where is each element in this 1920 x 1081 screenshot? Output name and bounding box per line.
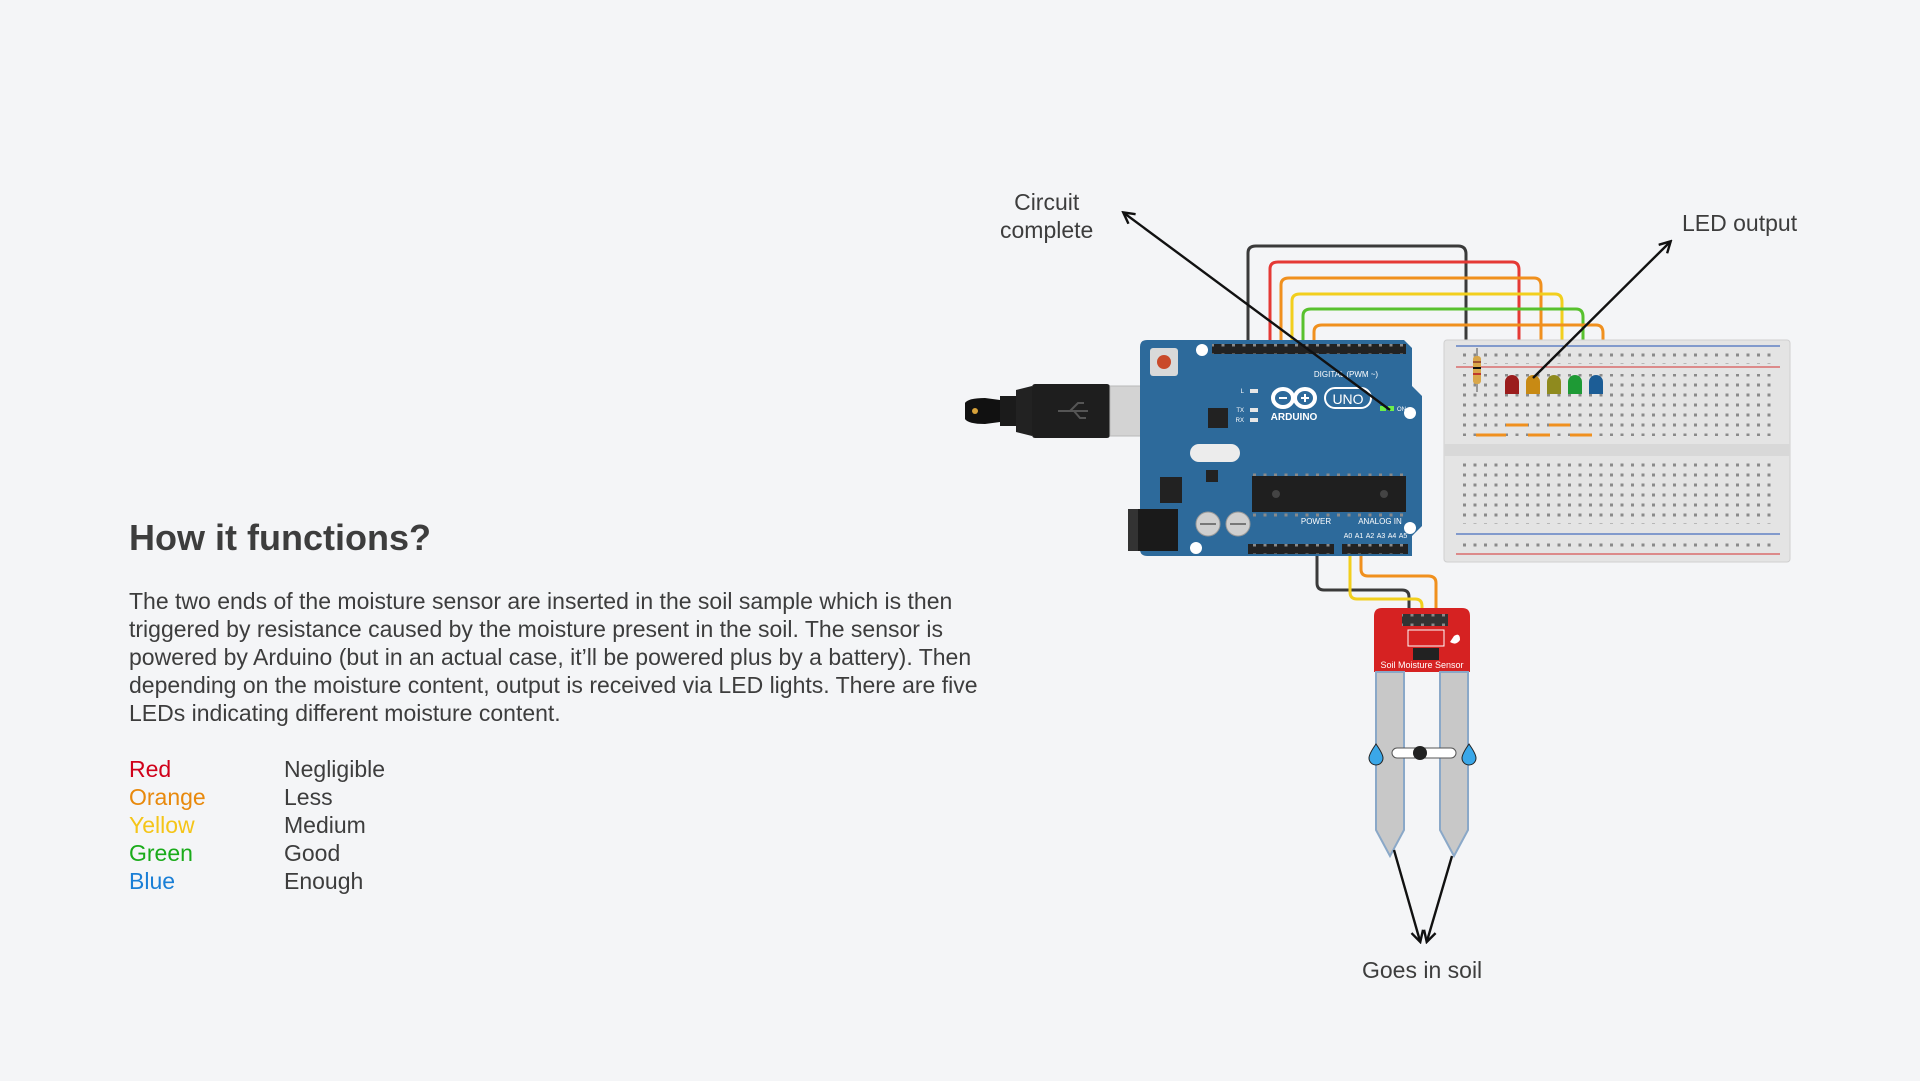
legend-color-orange: Orange (129, 784, 206, 810)
legend-color-yellow: Yellow (129, 812, 195, 838)
wire-green (1301, 307, 1585, 378)
legend-row: Red Negligible (129, 755, 385, 783)
callout-circuit-complete: Circuit complete (1000, 189, 1094, 243)
legend-meaning: Negligible (284, 756, 386, 782)
led-legend: Red Negligible Orange Less Yellow Medium… (129, 755, 385, 895)
led-orange (1526, 375, 1540, 394)
l-label: L (1241, 389, 1245, 395)
sensor-probe-left (1375, 671, 1405, 859)
arrow-soil-left (1392, 849, 1420, 941)
sensor-label: Soil Moisture Sensor (1380, 660, 1463, 670)
rx-label: RX (1236, 418, 1244, 424)
callout-led-output: LED output (1682, 210, 1798, 236)
legend-row: Green Good (129, 839, 385, 867)
wire-yellow (1290, 292, 1564, 378)
wire-orange-2 (1312, 323, 1605, 378)
water-drop-icon (1461, 743, 1477, 766)
legend-meaning: Good (284, 840, 341, 866)
wire-ground (1246, 244, 1468, 360)
sensor-probe-right (1439, 671, 1469, 859)
legend-color-blue: Blue (129, 868, 176, 894)
legend-meaning: Enough (284, 868, 364, 894)
pin-label: A1 (1355, 533, 1364, 540)
board-logo-text: ARDUINO (1271, 412, 1318, 423)
legend-color-green: Green (129, 840, 193, 866)
arrow-circuit-complete (1124, 213, 1391, 411)
led-blue (1589, 375, 1603, 394)
pin-label: A3 (1377, 533, 1386, 540)
pin-label: A5 (1399, 533, 1408, 540)
led-wires (1246, 244, 1605, 378)
callout-goes-in-soil: Goes in soil (1362, 957, 1483, 983)
legend-row: Orange Less (129, 783, 385, 811)
led-red (1505, 375, 1519, 394)
analog-pin-labels: A0 A1 A2 A3 A4 A5 (1344, 533, 1408, 540)
legend-row: Yellow Medium (129, 811, 385, 839)
on-label: ON (1397, 407, 1406, 413)
water-drop-icon (1368, 743, 1384, 766)
led-yellow (1547, 375, 1561, 394)
arrow-led-output (1532, 242, 1670, 379)
digital-label: DIGITAL (PWM ~) (1314, 370, 1379, 379)
annotation-arrows (1124, 213, 1670, 941)
usb-icon (1058, 402, 1088, 419)
power-label: POWER (1301, 517, 1331, 526)
legend-meaning: Medium (284, 812, 366, 838)
soil-moisture-sensor: Soil Moisture Sensor (1368, 608, 1477, 859)
wire-sensor-signal (1348, 548, 1424, 620)
description-paragraph: The two ends of the moisture sensor are … (129, 588, 978, 726)
arrow-soil-right (1427, 855, 1454, 941)
resistor (1473, 348, 1481, 392)
wire-sensor-ground (1315, 548, 1411, 620)
sensor-wires (1315, 548, 1438, 620)
legend-color-red: Red (129, 756, 172, 782)
led-green (1568, 375, 1582, 394)
pin-label: A2 (1366, 533, 1375, 540)
wire-sensor-power (1359, 548, 1438, 620)
power-led (1380, 406, 1386, 411)
legend-row: Blue Enough (129, 867, 385, 895)
board-model: UNO (1332, 391, 1363, 407)
pin-label: A4 (1388, 533, 1397, 540)
led-row (1505, 375, 1603, 394)
section-title: How it functions? (129, 517, 431, 558)
legend-meaning: Less (284, 784, 333, 810)
tx-label: TX (1236, 408, 1244, 414)
analog-label: ANALOG IN (1358, 517, 1402, 526)
arduino-logo (1271, 387, 1317, 409)
breadboard (1443, 339, 1791, 563)
wire-red (1268, 260, 1521, 378)
arduino-board: DIGITAL (PWM ~) ARDUINO UNO L TX RX ON (1128, 340, 1422, 556)
wire-orange (1279, 276, 1543, 378)
pin-label: A0 (1344, 533, 1353, 540)
